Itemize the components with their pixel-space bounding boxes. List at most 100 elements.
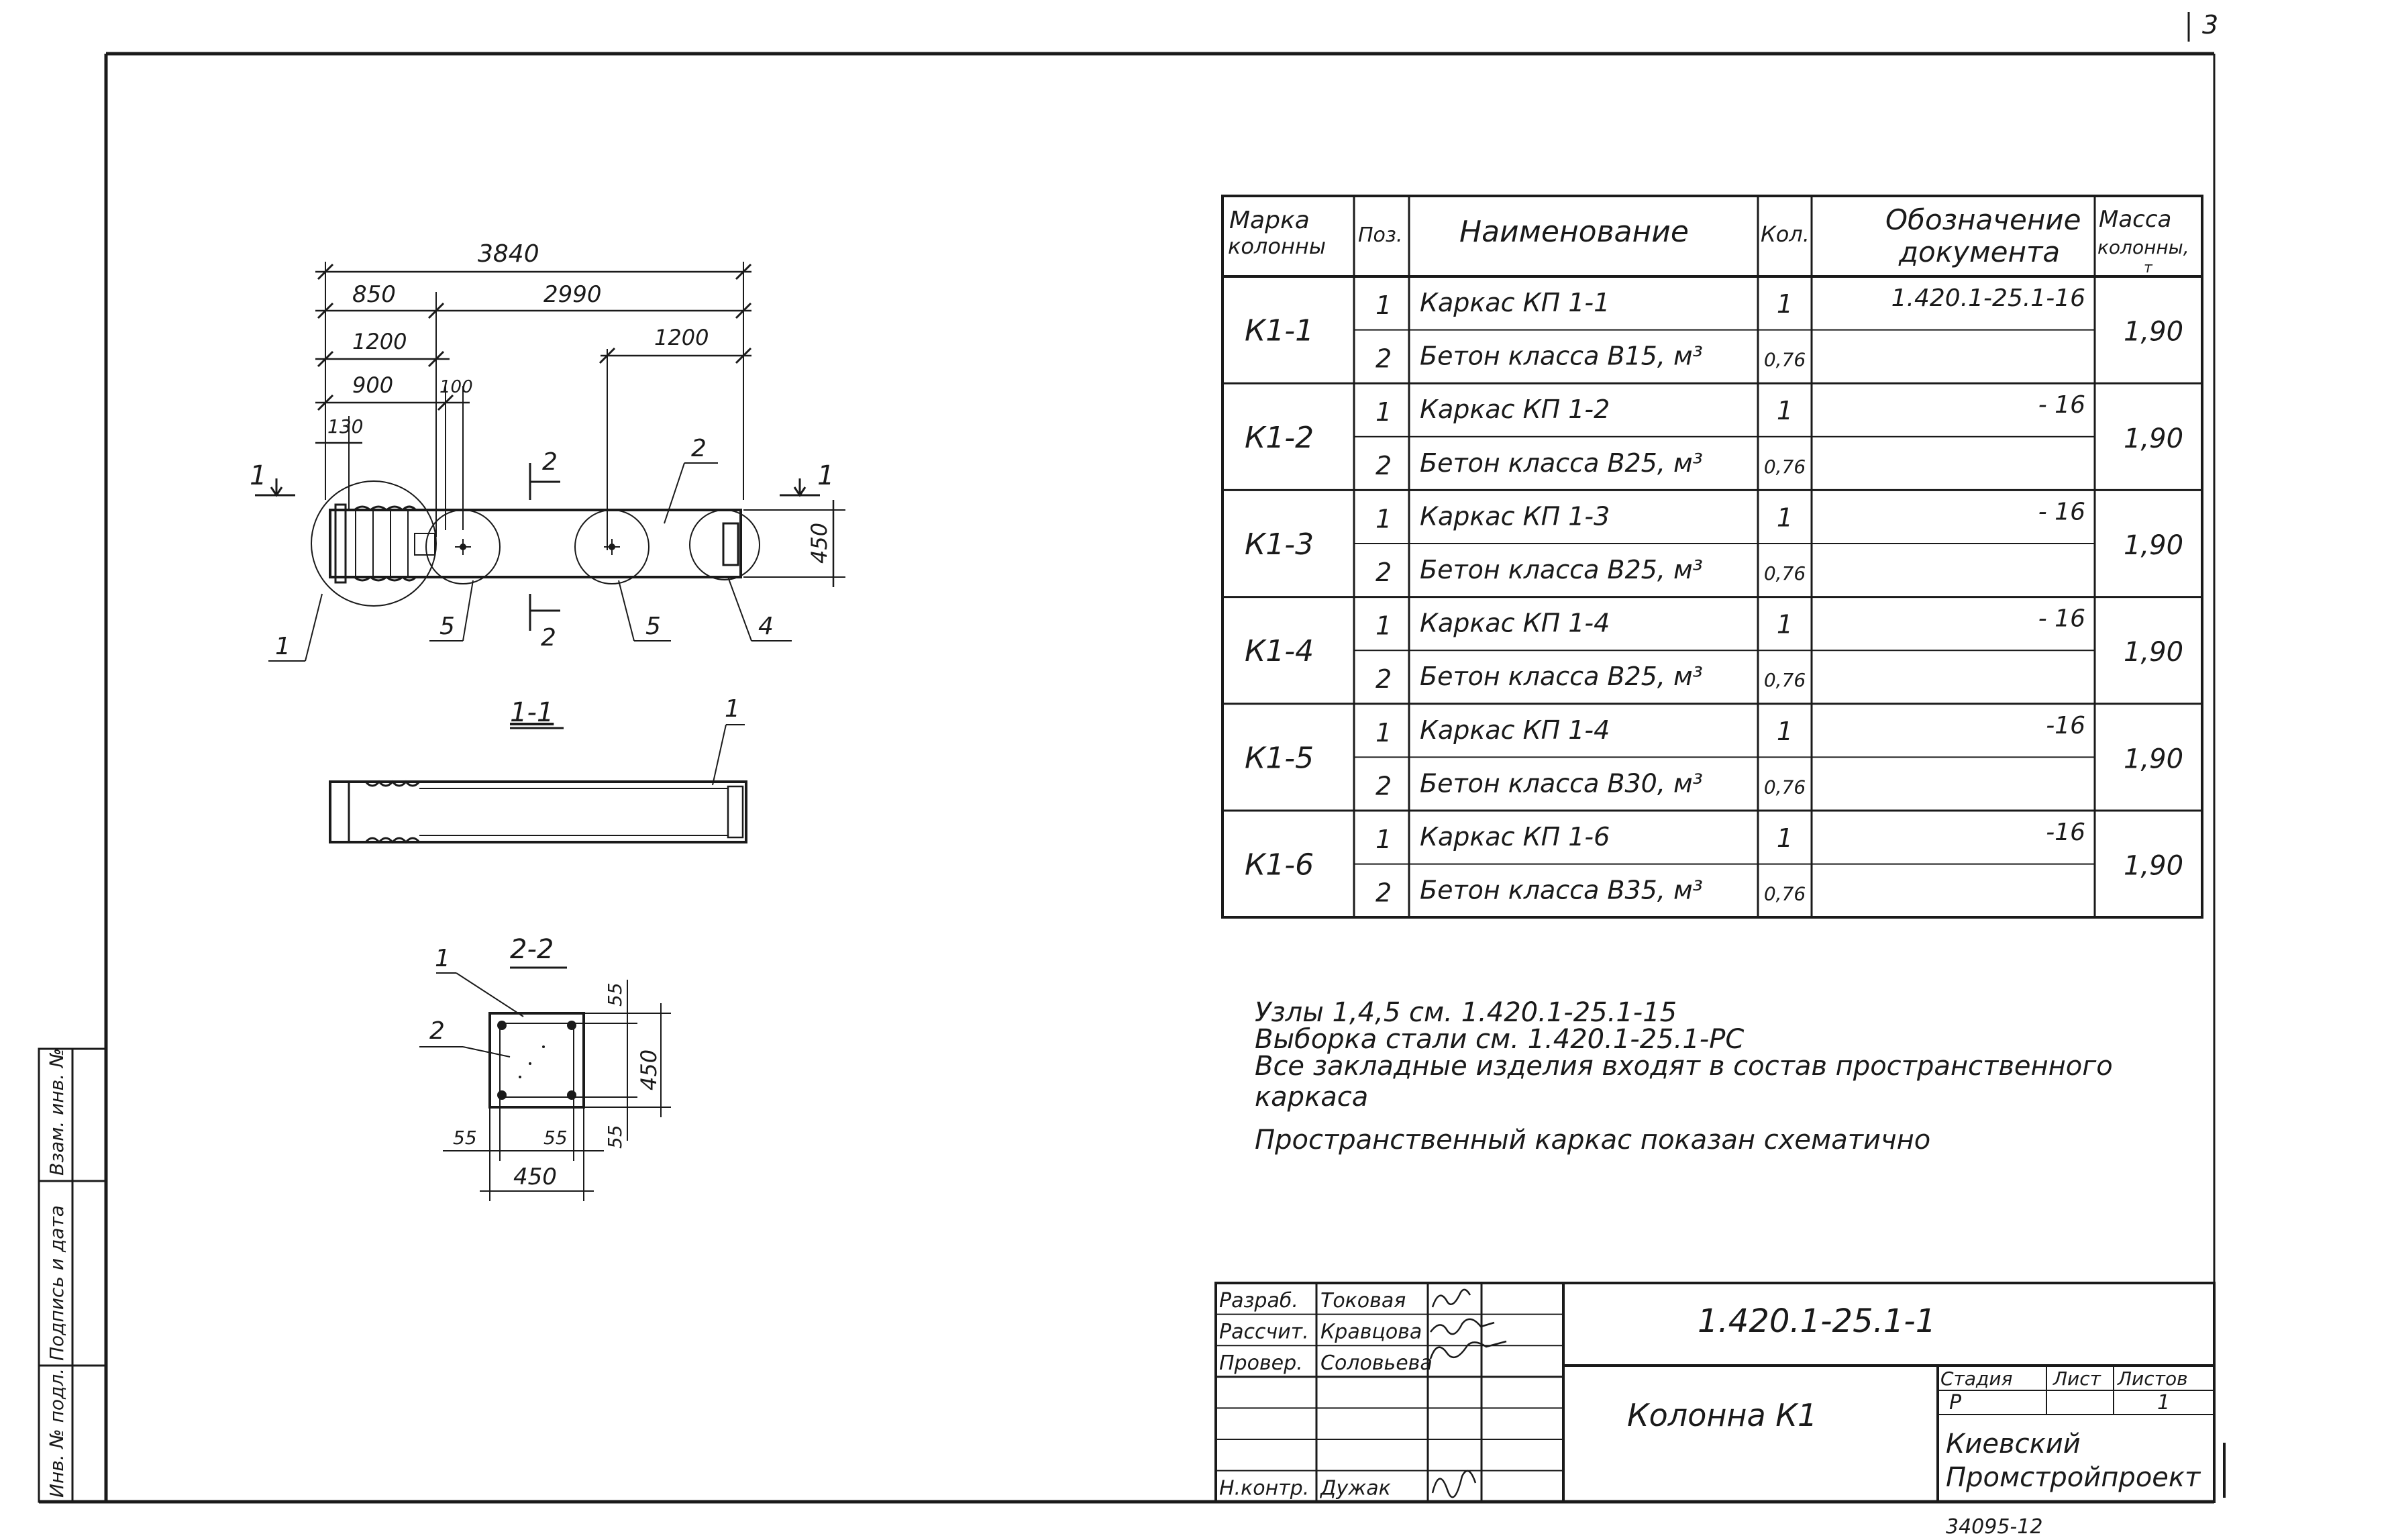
side-stamp: Инв. № подл. Подпись и дата Взам. инв. № [38,1047,107,1503]
corner-mark: 3 [2187,10,2218,42]
section-mark-2-bottom: 2 [541,624,556,652]
header-mass-line3: т [2144,260,2153,276]
section-1-1-title: 1-1 [510,697,554,728]
item-qty: 0,76 [1764,562,1806,584]
staff-role: Провер. [1219,1351,1303,1375]
item-pos: 2 [1375,878,1392,908]
drawing-title: Колонна К1 [1627,1397,1817,1433]
signature-1 [1431,1288,1471,1308]
dim-1200-left: 1200 [352,329,407,354]
item-qty: 1 [1777,717,1793,746]
staff-role: Н.контр. [1219,1477,1309,1500]
sheets-label: Листов [2117,1368,2188,1390]
callout-4: 4 [758,613,774,640]
section-mark-1-right: 1 [817,460,834,491]
item-qty: 0,76 [1764,669,1806,691]
dim-450: 450 [807,523,832,564]
dim-2-2-55-inner: 55 [543,1127,568,1149]
staff-name: Дужак [1319,1477,1391,1500]
dim-1200-right: 1200 [654,325,709,350]
row-mass: 1,90 [2124,530,2183,561]
header-doc-line1: Обозначение [1885,203,2081,236]
dim-850: 850 [352,281,396,308]
sheets-value: 1 [2157,1391,2170,1415]
item-name: Каркас КП 1-1 [1420,288,1610,317]
item-doc: 1.420.1-25.1-16 [1891,285,2085,312]
item-pos: 2 [1375,664,1392,694]
item-qty: 1 [1777,289,1793,319]
item-qty: 1 [1777,503,1793,532]
dim-900: 900 [352,372,393,398]
item-pos: 1 [1375,718,1392,748]
row-mark: К1-6 [1245,848,1314,882]
section-1-1-callout: 1 [725,695,740,723]
side-stamp-signature: Подпись и дата [46,1205,68,1361]
section-1-1: 1-1 1 [329,695,747,844]
item-pos: 1 [1375,397,1392,427]
stage-value: Р [1949,1391,1962,1415]
section-mark-2-top: 2 [542,448,558,476]
item-qty: 1 [1777,823,1793,853]
item-name: Бетон класса В25, м³ [1420,662,1703,691]
callout-1: 1 [275,633,291,660]
header-pos: Поз. [1358,223,1402,247]
item-name: Бетон класса В30, м³ [1420,768,1703,798]
dim-2-2-55-left: 55 [453,1127,477,1149]
specification-table: Марка колонны Поз. Наименование Кол. Обо… [1221,195,2203,919]
dim-2-2-450-side: 450 [636,1049,662,1090]
item-name: Каркас КП 1-2 [1420,395,1610,424]
header-doc-line2: документа [1898,236,2060,268]
row-mark: К1-3 [1245,527,1314,562]
signature-4 [1431,1470,1477,1498]
item-pos: 2 [1375,451,1392,480]
note-line: Выборка стали см. 1.420.1-25.1-РС [1255,1024,1744,1055]
row-mass: 1,90 [2124,423,2183,454]
item-doc: - 16 [2038,391,2085,419]
title-block-staff-rows: Разраб.ТоковаяРассчит.КравцоваПровер.Сол… [1216,1289,1563,1500]
item-doc: - 16 [2038,605,2085,633]
row-mark: К1-5 [1245,741,1314,775]
section-2-2: 2-2 1 2 55 450 55 55 55 4 [419,934,671,1201]
item-name: Бетон класса В25, м³ [1420,555,1703,584]
item-qty: 0,76 [1764,456,1806,478]
item-name: Каркас КП 1-3 [1420,501,1610,531]
row-mark: К1-4 [1245,634,1314,668]
row-mass: 1,90 [2124,743,2183,774]
section-2-2-callout-2: 2 [429,1017,445,1045]
note-line: Узлы 1,4,5 см. 1.420.1-25.1-15 [1255,997,1677,1028]
callout-5b: 5 [645,613,661,640]
item-pos: 1 [1375,291,1392,320]
signature-3 [1429,1340,1507,1359]
org-line1: Киевский [1946,1429,2081,1459]
item-doc: - 16 [2038,498,2085,525]
item-doc: -16 [2046,819,2085,846]
side-stamp-replace: Взам. инв. № [46,1048,68,1176]
dim-2-2-55-bottom: 55 [604,1125,626,1149]
item-pos: 1 [1375,504,1392,533]
spec-table-header: Марка колонны Поз. Наименование Кол. Обо… [1228,203,2189,276]
staff-role: Рассчит. [1219,1321,1309,1344]
side-stamp-inv: Инв. № подл. [46,1368,68,1498]
item-pos: 1 [1375,611,1392,641]
item-qty: 0,76 [1764,776,1806,798]
section-2-2-callout-1: 1 [435,945,450,972]
item-pos: 2 [1375,771,1392,801]
signature-2 [1430,1318,1495,1335]
row-mass: 1,90 [2124,851,2183,882]
row-mass: 1,90 [2124,637,2183,668]
row-mass: 1,90 [2124,317,2183,348]
item-name: Каркас КП 1-4 [1420,715,1610,745]
stage-label: Стадия [1940,1368,2012,1390]
section-2-2-title: 2-2 [510,934,554,965]
corner-mark-text: 3 [2202,10,2218,40]
title-block: Разраб.ТоковаяРассчит.КравцоваПровер.Сол… [1214,1282,2216,1539]
staff-role: Разраб. [1219,1289,1298,1313]
item-pos: 1 [1375,825,1392,854]
header-mark-line1: Марка [1229,207,1310,234]
